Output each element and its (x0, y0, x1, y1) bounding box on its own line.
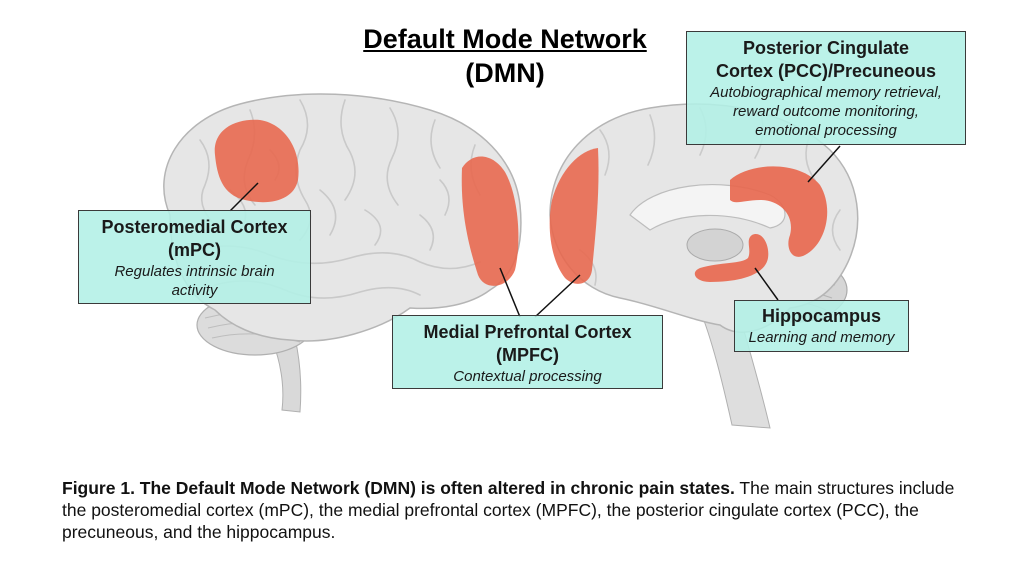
pcc-title-line-2: Cortex (PCC)/Precuneous (715, 61, 937, 81)
hippocampus-region-highlight (694, 234, 769, 282)
pcc-leader-line (807, 145, 841, 183)
mpfc-lateral-highlight (461, 156, 519, 286)
diagram-title: Default Mode Network (DMN) (330, 22, 680, 90)
mpc-title-line-2: (mPC) (168, 240, 221, 260)
pcc-description-line-3: emotional processing (755, 122, 897, 139)
mpfc-title-line-2: (MPFC) (496, 345, 559, 365)
leader-lines (229, 145, 841, 318)
mpfc-medial-leader-line (534, 274, 581, 318)
mpc-leader-line (229, 182, 259, 212)
mpfc-lateral-leader-line (499, 267, 521, 318)
pcc-label-box: Posterior Cingulate Cortex (PCC)/Precune… (686, 31, 966, 145)
hippocampus-title: Hippocampus (761, 306, 881, 326)
caption-body: The main structures include the posterom… (62, 478, 955, 542)
hippocampus-leader-line (754, 267, 779, 301)
mpfc-title-line-1: Medial Prefrontal Cortex (423, 322, 632, 342)
pcc-description-line-2: reward outcome monitoring, (733, 103, 919, 120)
title-line-1: Default Mode Network (363, 24, 647, 54)
pcc-description-line-1: Autobiographical memory retrieval, (710, 84, 942, 101)
pcc-title-line-1: Posterior Cingulate (742, 38, 910, 58)
medial-brain-illustration (549, 103, 859, 429)
mpc-description-line-2: activity (171, 282, 218, 299)
mpc-region-highlight (214, 119, 299, 203)
title-line-2: (DMN) (465, 58, 545, 88)
mpfc-label-box: Medial Prefrontal Cortex (MPFC) Contextu… (392, 315, 663, 389)
pcc-region-highlight (730, 166, 828, 257)
mpc-title-line-1: Posteromedial Cortex (101, 217, 288, 237)
mpc-label-box: Posteromedial Cortex (mPC) Regulates int… (78, 210, 311, 304)
mpfc-description-line-1: Contextual processing (453, 368, 602, 385)
mpc-description-line-1: Regulates intrinsic brain (114, 263, 275, 280)
mpfc-medial-highlight (549, 148, 599, 284)
caption-bold-lead: Figure 1. The Default Mode Network (DMN)… (62, 478, 735, 498)
hippocampus-description: Learning and memory (748, 329, 895, 346)
hippocampus-label-box: Hippocampus Learning and memory (734, 300, 909, 352)
dmn-highlights (214, 119, 828, 286)
figure-caption: Figure 1. The Default Mode Network (DMN)… (62, 477, 962, 543)
